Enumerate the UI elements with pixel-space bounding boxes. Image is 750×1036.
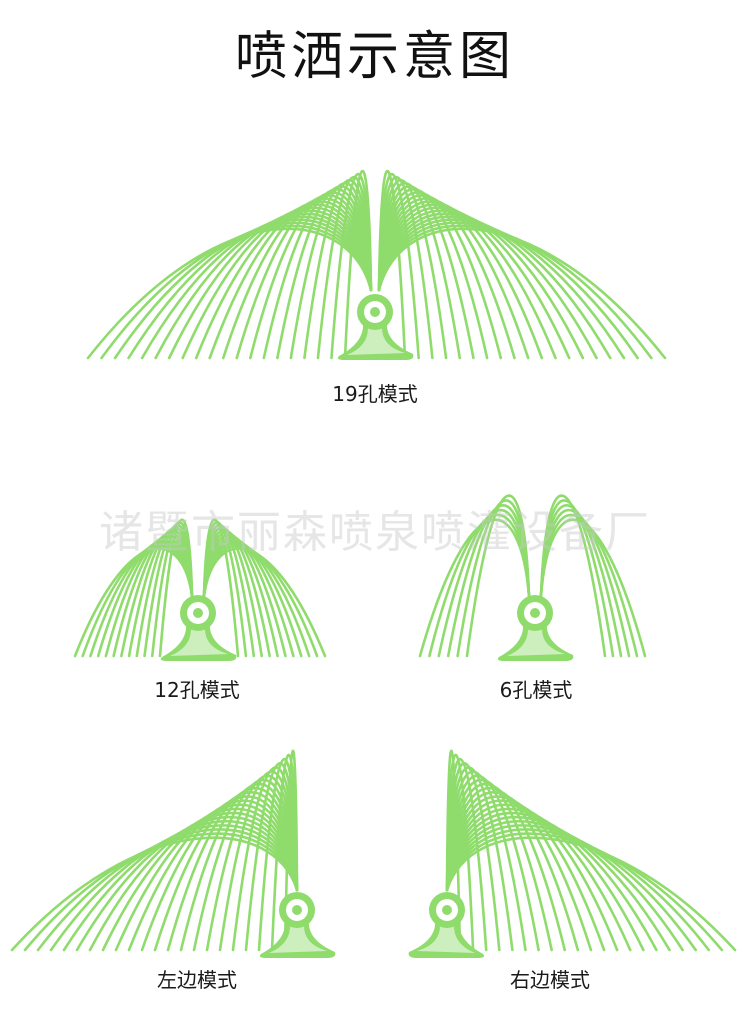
nozzle-icon — [337, 294, 414, 360]
nozzle-base-highlight — [170, 627, 228, 656]
spray-arcs — [445, 749, 737, 952]
spray-arc — [445, 811, 658, 952]
mode-label-19-hole: 19孔模式 — [332, 382, 418, 406]
nozzle-base-highlight — [417, 924, 475, 953]
nozzle-hole — [370, 307, 380, 317]
nozzle-icon — [259, 892, 336, 958]
spray-arc — [445, 832, 724, 952]
mode-label-right-side: 右边模式 — [510, 968, 590, 992]
spray-diagram-19-hole — [86, 169, 667, 360]
page-title: 喷洒示意图 — [234, 27, 515, 87]
nozzle-icon — [160, 595, 237, 661]
nozzle-hole — [292, 905, 302, 915]
spray-arcs — [10, 749, 299, 952]
spray-diagram-12-hole — [73, 518, 327, 661]
spray-arc — [445, 820, 684, 952]
spray-arc — [343, 169, 373, 360]
spray-arcs — [73, 518, 327, 658]
mode-label-left-side: 左边模式 — [157, 968, 237, 992]
nozzle-icon — [497, 595, 574, 661]
spray-arc — [283, 749, 299, 952]
spray-diagram-left-side — [10, 749, 336, 958]
nozzle-icon — [408, 892, 485, 958]
spray-diagram-right-side — [408, 749, 737, 958]
nozzle-hole — [530, 608, 540, 618]
nozzle-base-highlight — [507, 627, 565, 656]
spray-arc — [36, 828, 299, 952]
nozzle-base-highlight — [269, 924, 327, 953]
spray-arc — [158, 518, 194, 658]
nozzle-hole — [442, 905, 452, 915]
mode-label-6-hole: 6孔模式 — [499, 678, 573, 702]
spray-arc — [377, 227, 667, 360]
watermark: 诸暨市丽森喷泉喷灌设备厂 — [99, 507, 651, 558]
spray-arcs — [418, 494, 647, 658]
spray-arc — [445, 824, 698, 952]
nozzle-hole — [193, 608, 203, 618]
spray-arcs — [86, 169, 667, 360]
mode-label-12-hole: 12孔模式 — [154, 678, 240, 702]
spray-arc — [445, 828, 711, 952]
spray-arc — [202, 547, 327, 658]
nozzle-base-highlight — [347, 326, 405, 355]
spray-arc — [113, 221, 373, 360]
spray-arc — [465, 494, 531, 658]
spray-arc — [539, 518, 647, 658]
spray-arc — [23, 832, 299, 952]
spray-diagram-6-hole — [418, 494, 647, 661]
spray-arc — [62, 820, 299, 952]
spray-arc — [445, 816, 671, 952]
spray-arc — [75, 816, 299, 952]
spray-arc — [445, 836, 737, 952]
